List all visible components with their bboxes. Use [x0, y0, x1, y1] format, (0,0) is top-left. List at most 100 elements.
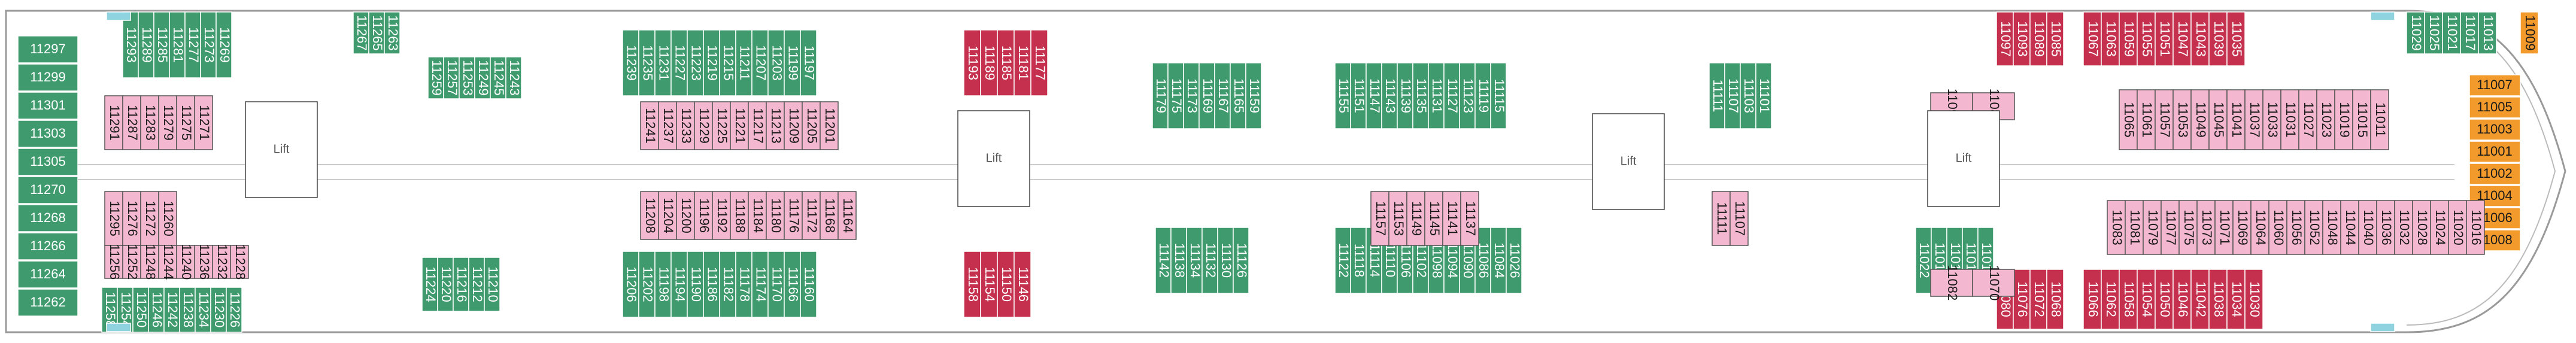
cabin-number: 11084 [1492, 242, 1507, 278]
cabin-number: 11193 [966, 45, 981, 80]
cabin-number: 11177 [1033, 45, 1048, 80]
stern-cabin [17, 63, 78, 92]
top-red-cabin [963, 29, 981, 96]
cabin-number: 11279 [161, 105, 176, 141]
top-red-cabin [2208, 11, 2228, 66]
top-cabin [703, 29, 720, 96]
cabin-number: 11082 [1945, 265, 1960, 301]
top-cabin [1755, 62, 1772, 129]
cabin-number: 11173 [1185, 78, 1200, 113]
cabin-number: 11052 [2307, 210, 2322, 245]
cabin-number: 11246 [150, 292, 165, 328]
cabin-number: 11295 [107, 201, 122, 236]
cabin-number: 11015 [2355, 102, 2370, 138]
inner-cabin [122, 191, 141, 246]
cabin-number: 11281 [171, 27, 186, 63]
cabin-number: 11234 [196, 292, 211, 328]
cabin-number: 11147 [1367, 78, 1382, 113]
lift-label: Lift [986, 151, 1002, 165]
bow-suite [2469, 141, 2521, 163]
stern-cabin [17, 92, 78, 120]
cabin-number: 11275 [179, 105, 194, 141]
cabin-number: 11213 [769, 108, 784, 144]
inner-cabin [730, 191, 749, 240]
cabin-number: 11170 [770, 267, 785, 302]
corridor-layer [78, 164, 2454, 180]
bottom-red-cabin [2244, 269, 2264, 330]
cabin-number: 11263 [386, 15, 400, 51]
cabin-number: 11229 [697, 108, 712, 144]
top-cabin [443, 56, 460, 99]
lift-shaft [1592, 113, 1665, 210]
bottom-red-cabin [2208, 269, 2228, 330]
top-cabin [459, 56, 475, 99]
cabin-number: 11089 [2032, 21, 2047, 57]
bottom-red-cabin [2119, 269, 2138, 330]
inner-cabin [784, 191, 803, 240]
cabin-number: 11063 [2104, 21, 2119, 57]
cabin-number: 11182 [721, 267, 736, 302]
inner-cabin [2173, 89, 2192, 150]
cabin-number: 11057 [2158, 102, 2173, 138]
inner-cabin [766, 191, 785, 240]
cabin-number: 11289 [139, 27, 154, 63]
inner-cabin [802, 191, 821, 240]
inner-cabin [212, 245, 231, 279]
cabin-number: 11211 [738, 45, 753, 80]
inner-cabin [2376, 200, 2395, 255]
cabin-number: 11131 [1430, 78, 1445, 113]
cabin-number: 11068 [2049, 281, 2064, 317]
stern-cabin [17, 260, 78, 289]
cabin-number: 11210 [486, 266, 500, 302]
cabin-number: 11206 [624, 266, 639, 302]
cabin-number: 11024 [2433, 210, 2448, 245]
cabin-number: 11002 [2477, 166, 2513, 181]
cabin-number: 11299 [30, 69, 66, 84]
inner-cabin [122, 95, 141, 150]
cabin-number: 11228 [233, 244, 248, 280]
cabin-number: 11270 [30, 182, 66, 197]
bottom-cabin [784, 251, 801, 318]
cabin-number: 11192 [715, 198, 730, 233]
cabin-number: 11293 [124, 27, 139, 63]
bottom-cabin [226, 287, 242, 333]
cabin-number: 11155 [1336, 78, 1351, 113]
top-cabin [1474, 62, 1491, 129]
inner-cabin [230, 245, 249, 279]
inner-cabin [2190, 89, 2210, 150]
cabin-number: 11184 [751, 198, 766, 233]
cabin-number: 11151 [1352, 78, 1367, 113]
bottom-cabin [1201, 227, 1218, 294]
cabin-number: 11221 [733, 108, 748, 144]
inner-cabin [2298, 89, 2317, 150]
cabin-number: 11022 [1917, 242, 1932, 278]
cabin-number: 11271 [197, 105, 212, 141]
cabin-number: 11283 [143, 105, 158, 141]
inner-cabin [2250, 200, 2269, 255]
inner-cabin [1460, 191, 1479, 246]
top-cabin [2424, 11, 2443, 54]
cabin-number: 11044 [2343, 210, 2358, 245]
cabin-number: 11107 [1726, 78, 1741, 113]
inner-cabin [2448, 200, 2467, 255]
top-red-cabin [2013, 11, 2031, 66]
cabin-number: 11070 [1987, 265, 2002, 301]
inner-cabin [2304, 200, 2323, 255]
bottom-cabin [800, 251, 817, 318]
bottom-cabin [148, 287, 165, 333]
cabin-number: 11239 [624, 45, 639, 81]
cabin-number: 11017 [2463, 15, 2478, 51]
cabin-number: 11021 [2445, 15, 2460, 51]
inner-cabin [712, 191, 731, 240]
cabin-number: 11243 [507, 60, 522, 96]
cabin-number: 11019 [2337, 102, 2352, 138]
cabin-number: 11287 [125, 105, 140, 141]
cabin-number: 11188 [733, 198, 748, 233]
cabin-number: 11176 [787, 198, 802, 233]
cabin-number: 11123 [1461, 78, 1476, 113]
cabin-number: 11267 [354, 15, 369, 51]
cabin-number: 11209 [787, 108, 802, 144]
cabin-number: 11197 [802, 45, 817, 80]
cabin-number: 11110 [1383, 244, 1398, 277]
top-cabin [2460, 11, 2479, 54]
